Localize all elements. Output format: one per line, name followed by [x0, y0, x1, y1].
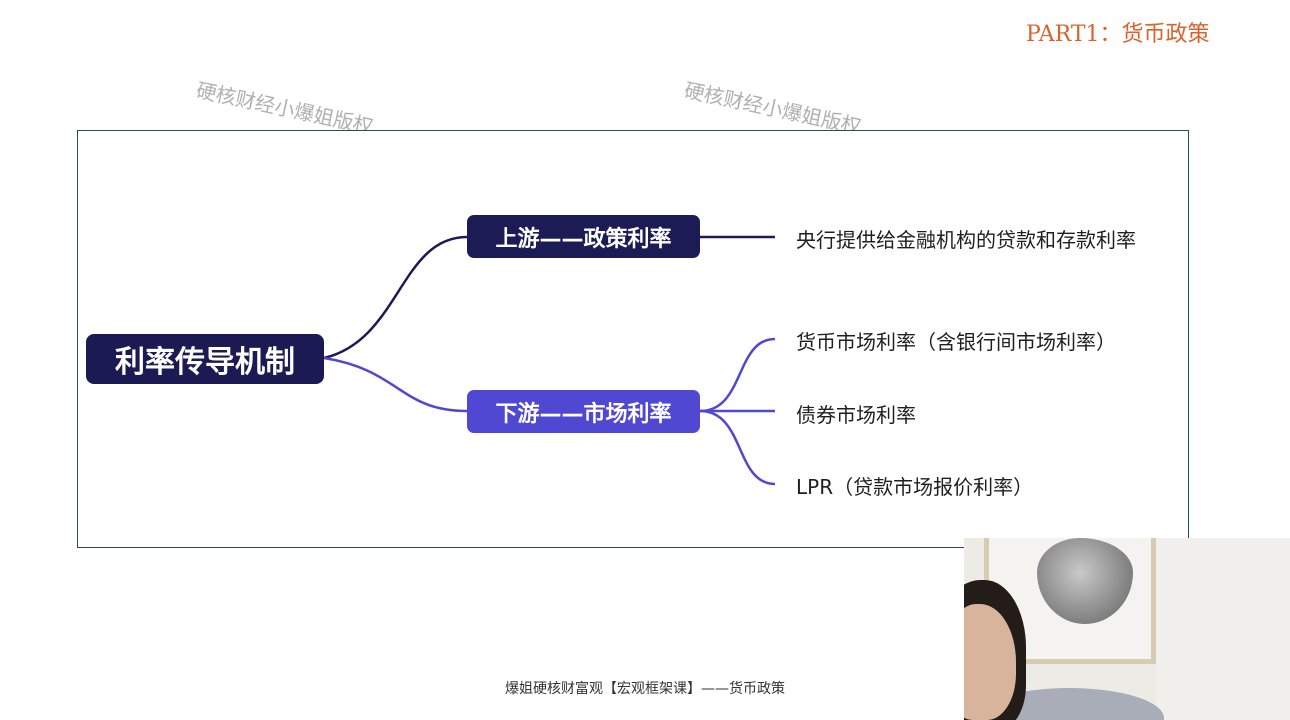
wall-background [1156, 538, 1290, 720]
presenter-face [964, 604, 1016, 720]
webcam-overlay [964, 538, 1290, 720]
artwork-shape [1037, 538, 1133, 624]
footer-caption: 爆姐硬核财富观【宏观框架课】——货币政策 [505, 681, 785, 697]
downstream-leaf-money-market: 货币市场利率（含银行间市场利率） [796, 330, 1116, 354]
watermark-text: 硬核财经小爆姐版权 [682, 77, 864, 130]
root-node: 利率传导机制 [86, 334, 324, 384]
downstream-node: 下游——市场利率 [467, 390, 700, 433]
watermark-text: 硬核财经小爆姐版权 [194, 77, 376, 130]
downstream-leaf-bond-market: 债券市场利率 [796, 403, 916, 427]
downstream-leaf-lpr: LPR（贷款市场报价利率） [796, 475, 1034, 499]
upstream-leaf: 央行提供给金融机构的贷款和存款利率 [796, 228, 1136, 252]
watermark-layer: 硬核财经小爆姐版权 硬核财经小爆姐版权 [0, 0, 1290, 130]
upstream-node: 上游——政策利率 [467, 215, 700, 258]
section-title: PART1：货币政策 [1026, 22, 1210, 47]
